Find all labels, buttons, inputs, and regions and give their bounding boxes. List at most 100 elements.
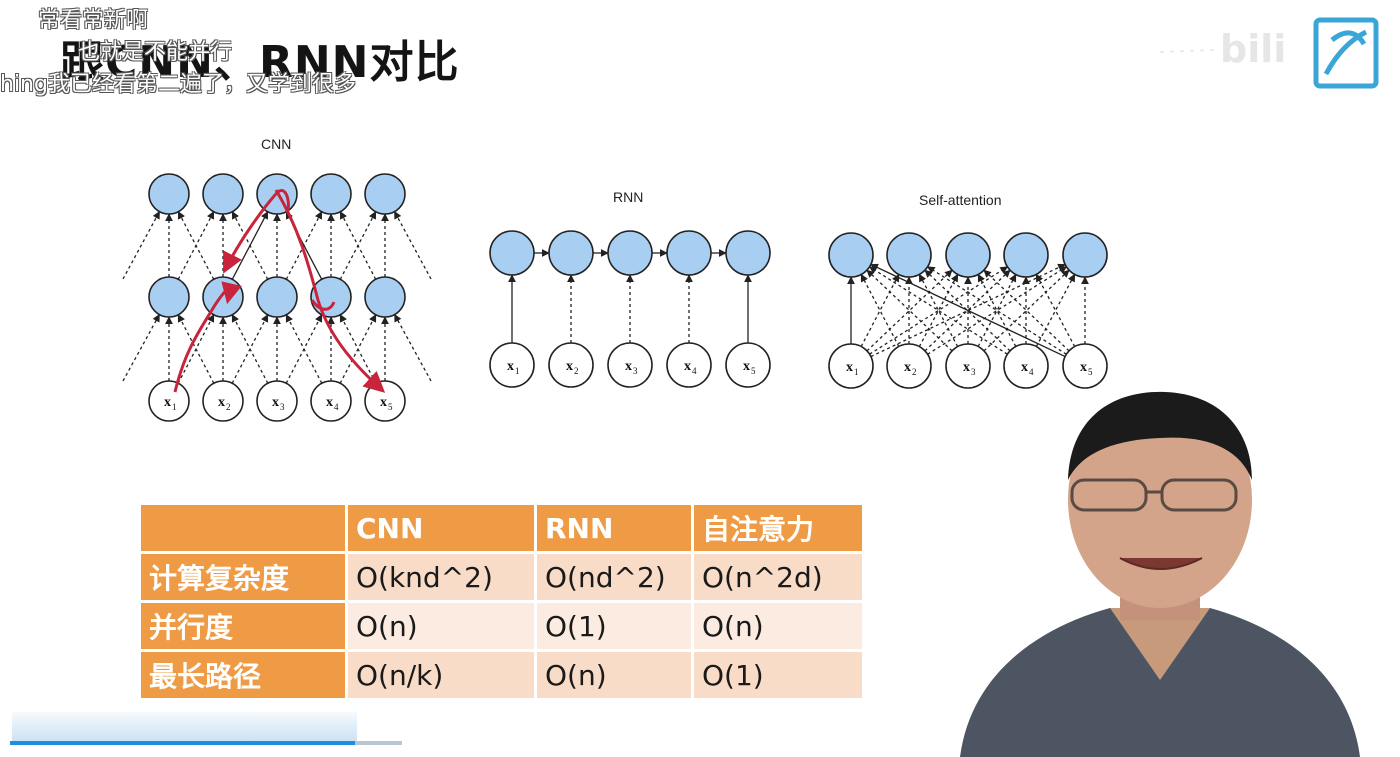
input-node-label: x xyxy=(743,359,750,374)
input-node-subscript: 1 xyxy=(172,402,177,412)
edge-arrow xyxy=(983,269,1070,352)
input-node-label: x xyxy=(1021,360,1028,375)
edge-arrow xyxy=(924,269,1011,352)
input-node xyxy=(725,342,771,388)
input-node-subscript: 4 xyxy=(1029,367,1034,377)
edge-arrow xyxy=(177,211,215,280)
input-node-label: x xyxy=(164,395,171,410)
hidden-node xyxy=(1003,232,1049,278)
table-header-self-attention: 自注意力 xyxy=(694,505,862,551)
edge-arrow xyxy=(393,210,432,280)
input-node xyxy=(548,342,594,388)
input-node xyxy=(886,343,932,389)
red-handwritten-annotation xyxy=(173,188,386,393)
hidden-node xyxy=(148,276,190,318)
input-node-label: x xyxy=(218,395,225,410)
presenter-video xyxy=(960,391,1360,757)
tv-mascot-icon xyxy=(1313,17,1379,89)
input-node-subscript: 4 xyxy=(334,402,339,412)
rnn-diagram-label: RNN xyxy=(613,189,644,205)
input-node-subscript: 1 xyxy=(515,366,520,376)
table-header-rnn: RNN xyxy=(537,505,691,551)
input-node-subscript: 1 xyxy=(854,367,859,377)
row-label-max-path: 最长路径 xyxy=(141,652,345,698)
input-node-label: x xyxy=(1080,360,1087,375)
input-node xyxy=(1062,343,1108,389)
hidden-node xyxy=(886,232,932,278)
hidden-node xyxy=(548,230,594,276)
edge-arrow xyxy=(177,314,215,384)
input-node-subscript: 2 xyxy=(574,366,579,376)
cnn-diagram-label: CNN xyxy=(261,136,292,152)
cell-rnn-complexity: O(nd^2) xyxy=(537,554,691,600)
hidden-node xyxy=(828,232,874,278)
danmaku-comment-3: hing我已经看第二遍了，又学到很多 xyxy=(0,72,356,97)
edge-arrow xyxy=(339,211,377,280)
input-node xyxy=(148,380,190,422)
cell-cnn-parallelism: O(n) xyxy=(348,603,534,649)
input-node-subscript: 4 xyxy=(692,366,697,376)
hidden-node xyxy=(364,276,406,318)
input-node-subscript: 5 xyxy=(1088,367,1093,377)
danmaku-comment-2: 也就是不能并行 xyxy=(78,40,233,65)
edge-arrow xyxy=(918,273,959,347)
hidden-node xyxy=(364,173,406,215)
table-header-corner xyxy=(141,505,345,551)
row-label-parallelism: 并行度 xyxy=(141,603,345,649)
input-node xyxy=(202,380,244,422)
edge-arrow xyxy=(860,273,900,347)
input-node xyxy=(666,342,712,388)
hidden-node xyxy=(256,276,298,318)
cell-rnn-parallelism: O(1) xyxy=(537,603,691,649)
input-node-subscript: 2 xyxy=(912,367,917,377)
input-node-subscript: 3 xyxy=(280,402,285,412)
input-node xyxy=(1003,343,1049,389)
input-node-subscript: 3 xyxy=(971,367,976,377)
table-row: 并行度 O(n) O(1) O(n) xyxy=(141,603,862,649)
input-node-label: x xyxy=(507,359,514,374)
hidden-node xyxy=(202,173,244,215)
hidden-node xyxy=(945,232,991,278)
cell-cnn-complexity: O(knd^2) xyxy=(348,554,534,600)
input-node-label: x xyxy=(846,360,853,375)
slide-title: 跟CNN、RNN对比 xyxy=(60,37,460,88)
input-node-label: x xyxy=(380,395,387,410)
edge-arrow xyxy=(983,269,1070,352)
edge-arrow xyxy=(285,211,323,280)
hidden-node xyxy=(1062,232,1108,278)
row-label-complexity: 计算复杂度 xyxy=(141,554,345,600)
input-node-subscript: 3 xyxy=(633,366,638,376)
edge-arrow xyxy=(394,313,432,382)
edge-arrow xyxy=(339,314,377,384)
input-node-subscript: 5 xyxy=(388,402,393,412)
expand-arrow-icon[interactable]: ↗ xyxy=(1383,722,1397,741)
edge-arrow xyxy=(924,269,1011,352)
input-node-label: x xyxy=(684,359,691,374)
table-header-row: CNN RNN 自注意力 xyxy=(141,505,862,551)
input-node-label: x xyxy=(326,395,333,410)
hidden-node xyxy=(725,230,771,276)
table-row: 最长路径 O(n/k) O(n) O(1) xyxy=(141,652,862,698)
video-progress-bar[interactable] xyxy=(10,741,402,745)
hidden-node xyxy=(148,173,190,215)
cell-cnn-max-path: O(n/k) xyxy=(348,652,534,698)
cell-attn-parallelism: O(n) xyxy=(694,603,862,649)
input-node xyxy=(489,342,535,388)
edge-arrow xyxy=(866,269,953,352)
edge-arrow xyxy=(231,314,269,384)
input-node-subscript: 2 xyxy=(226,402,231,412)
input-node-label: x xyxy=(904,360,911,375)
comparison-table: CNN RNN 自注意力 计算复杂度 O(knd^2) O(nd^2) O(n^… xyxy=(138,502,865,701)
cell-attn-complexity: O(n^2d) xyxy=(694,554,862,600)
cell-attn-max-path: O(1) xyxy=(694,652,862,698)
input-node-subscript: 5 xyxy=(751,366,756,376)
seek-preview-bar xyxy=(12,712,357,742)
hidden-node xyxy=(607,230,653,276)
table-row: 计算复杂度 O(knd^2) O(nd^2) O(n^2d) xyxy=(141,554,862,600)
cell-rnn-max-path: O(n) xyxy=(537,652,691,698)
hidden-node xyxy=(310,173,352,215)
input-node-label: x xyxy=(272,395,279,410)
